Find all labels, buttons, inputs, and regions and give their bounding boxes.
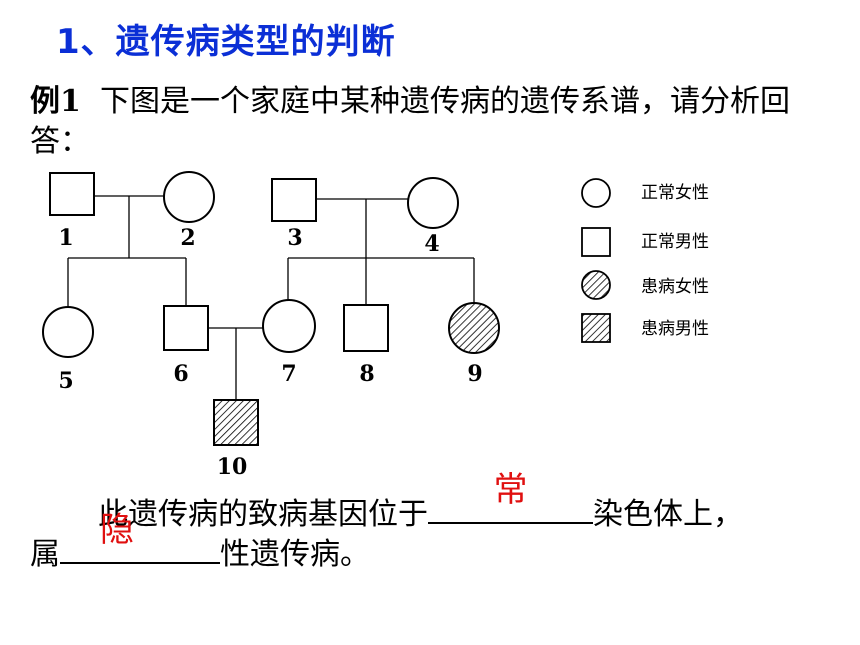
individual-6-label: 6 — [173, 361, 188, 387]
legend-affected-male-label: 患病男性 — [641, 319, 709, 339]
legend-affected-female-label: 患病女性 — [641, 277, 709, 297]
legend-affected-female-symbol — [581, 270, 611, 300]
individual-8-label: 8 — [359, 361, 374, 387]
legend-normal-female-symbol — [581, 178, 611, 208]
individual-1-label: 1 — [58, 225, 73, 251]
legend: 正常女性 正常男性 患病女性 患病男性 — [581, 178, 709, 343]
question-part-2: 染色体上， — [593, 497, 743, 532]
individual-10-symbol — [213, 399, 259, 446]
individual-5-label: 5 — [58, 368, 73, 394]
individual-6-symbol — [163, 305, 209, 351]
example-label: 例1 — [30, 84, 81, 119]
legend-affected-male-symbol — [581, 313, 611, 343]
individual-9-symbol — [448, 302, 500, 354]
individual-9-label: 9 — [467, 361, 482, 387]
legend-normal-male-symbol — [581, 227, 611, 257]
individual-8-symbol — [343, 304, 389, 352]
individual-4-label: 4 — [424, 231, 439, 257]
question-line-2: 属 隐性遗传病。 — [30, 510, 370, 575]
pedigree-diagram: 1 2 3 4 5 6 7 8 9 10 正常女性 正常男性 患病女性 患病男性 — [42, 171, 709, 480]
individual-10-label: 10 — [217, 454, 248, 480]
individual-7-label: 7 — [281, 361, 296, 387]
slide-title: 1、遗传病类型的判断 — [56, 22, 396, 62]
question-line-1: 此遗传病的致病基因位于 常染色体上， — [98, 470, 743, 535]
example-text: 下图是一个家庭中某种遗传病的遗传系谱，请分析回答： — [30, 84, 790, 159]
legend-normal-female-label: 正常女性 — [641, 183, 709, 203]
individual-1-symbol — [49, 172, 95, 216]
answer-blank-2[interactable]: 隐 — [60, 510, 220, 564]
question-part-4: 性遗传病。 — [220, 537, 370, 572]
question-part-1: 此遗传病的致病基因位于 — [98, 497, 428, 532]
legend-normal-male-label: 正常男性 — [641, 232, 709, 252]
individual-3-label: 3 — [287, 225, 302, 251]
individual-7-symbol — [262, 299, 316, 353]
individual-4-symbol — [407, 177, 459, 229]
individual-5-symbol — [42, 306, 94, 358]
pedigree-lines — [67, 195, 475, 400]
individual-2-label: 2 — [180, 225, 195, 251]
question-part-3: 属 — [30, 537, 60, 572]
answer-2: 隐 — [100, 510, 134, 550]
answer-blank-1[interactable]: 常 — [428, 470, 593, 524]
answer-1: 常 — [493, 470, 528, 510]
individual-3-symbol — [271, 178, 317, 222]
individual-2-symbol — [163, 171, 215, 223]
example-prompt: 例1 下图是一个家庭中某种遗传病的遗传系谱，请分析回答： — [30, 82, 830, 162]
